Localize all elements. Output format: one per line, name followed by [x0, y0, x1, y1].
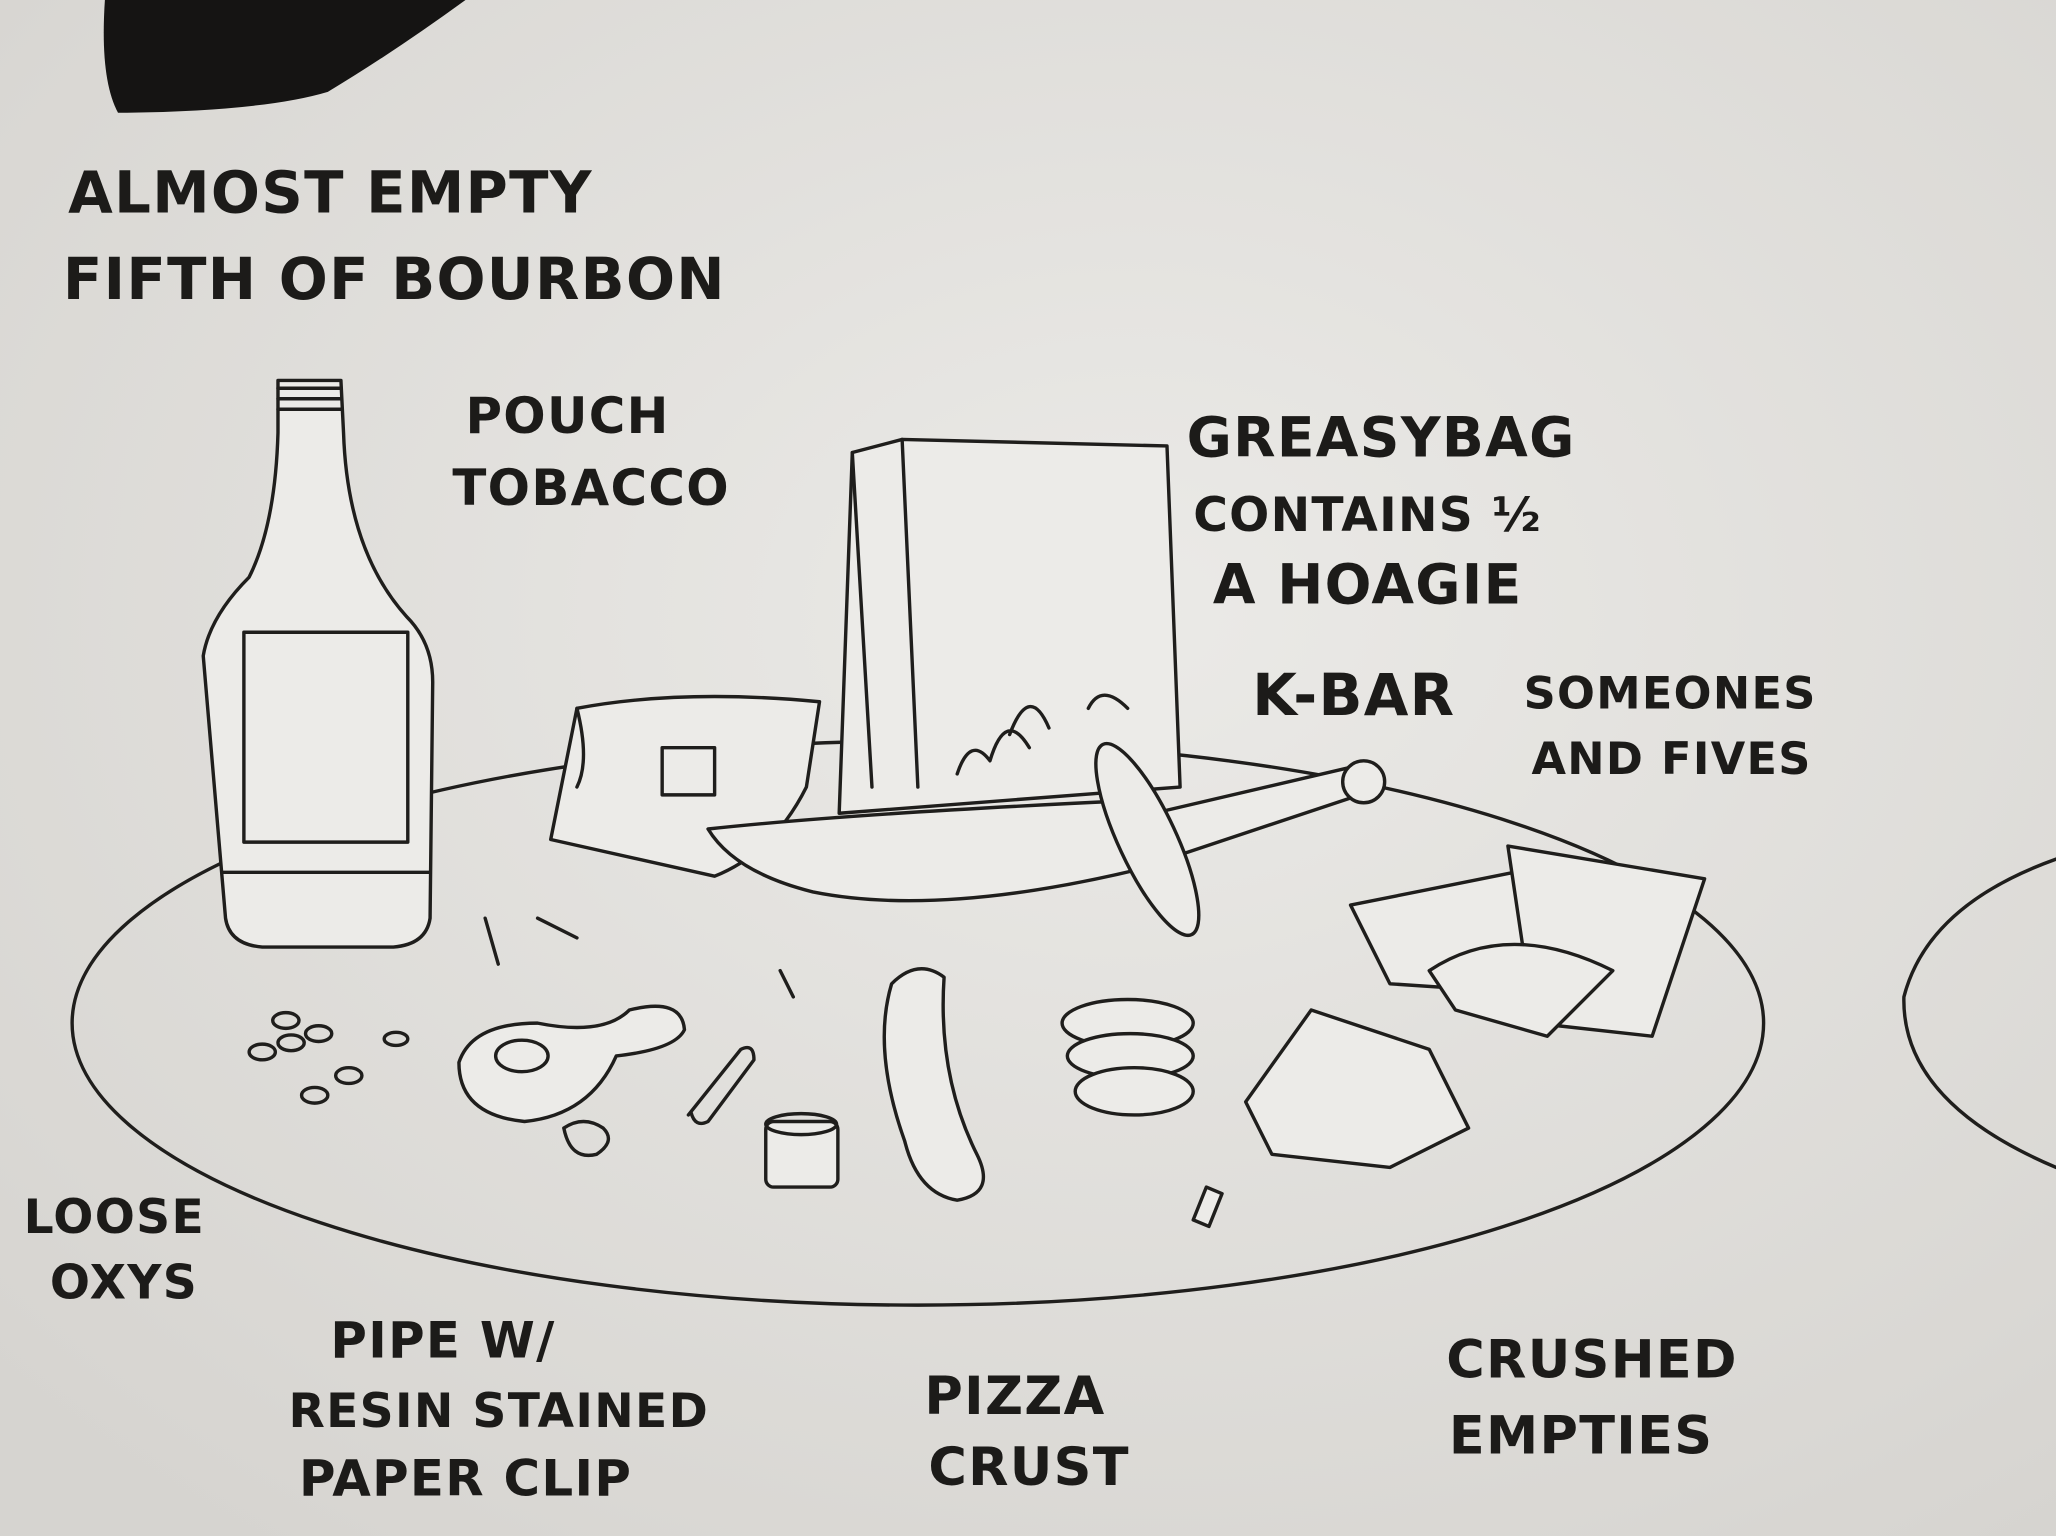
label-text: CONTAINS ½: [1193, 488, 1542, 543]
label-text: SOMEONES: [1524, 667, 1817, 719]
label-tobacco: POUCH TOBACCO: [452, 387, 730, 517]
label-oxys: LOOSE OXYS: [24, 1190, 205, 1311]
label-text: PAPER CLIP: [299, 1449, 632, 1507]
label-text: TOBACCO: [452, 459, 730, 517]
label-text: AND FIVES: [1532, 733, 1812, 785]
label-kbar: K-BAR: [1252, 661, 1455, 729]
label-text: ALMOST EMPTY: [68, 158, 593, 226]
second-table-edge: [1902, 857, 2056, 1170]
label-text: OXYS: [50, 1256, 198, 1311]
rolled-papers: [483, 916, 579, 966]
label-text: FIFTH OF BOURBON: [63, 245, 726, 313]
tobacco-crumbs: [562, 1119, 611, 1158]
label-text: CRUST: [928, 1437, 1130, 1498]
small-tin: [764, 1111, 840, 1189]
small-debris: [778, 968, 795, 999]
label-bag: GREASYBAG CONTAINS ½ A HOAGIE: [1187, 405, 1576, 616]
label-crust: PIZZA CRUST: [924, 1366, 1130, 1498]
label-text: LOOSE: [24, 1190, 205, 1245]
label-bourbon: ALMOST EMPTY FIFTH OF BOURBON: [63, 158, 726, 313]
label-text: GREASYBAG: [1187, 405, 1576, 469]
label-text: EMPTIES: [1449, 1405, 1713, 1466]
pipe: [457, 1004, 687, 1124]
paper-clip: [686, 1045, 756, 1126]
label-text: PIPE W/: [330, 1312, 555, 1370]
loose-oxys: [247, 1010, 410, 1105]
crushed-empties: [1060, 997, 1224, 1229]
label-text: RESIN STAINED: [288, 1384, 709, 1439]
label-text: POUCH: [465, 387, 669, 445]
label-pipe: PIPE W/ RESIN STAINED PAPER CLIP: [288, 1312, 709, 1508]
label-empties: CRUSHED EMPTIES: [1446, 1329, 1738, 1466]
label-text: A HOAGIE: [1213, 552, 1523, 616]
label-text: CRUSHED: [1446, 1329, 1738, 1390]
label-text: PIZZA: [924, 1366, 1105, 1427]
ink-blob: [103, 0, 466, 113]
label-bills: SOMEONES AND FIVES: [1524, 667, 1817, 785]
pizza-crust: [882, 967, 986, 1202]
bills-pile: [1243, 844, 1707, 1170]
bourbon-bottle: [201, 378, 435, 949]
greasy-bag: [837, 437, 1182, 815]
k-bar-knife: [706, 741, 1387, 938]
